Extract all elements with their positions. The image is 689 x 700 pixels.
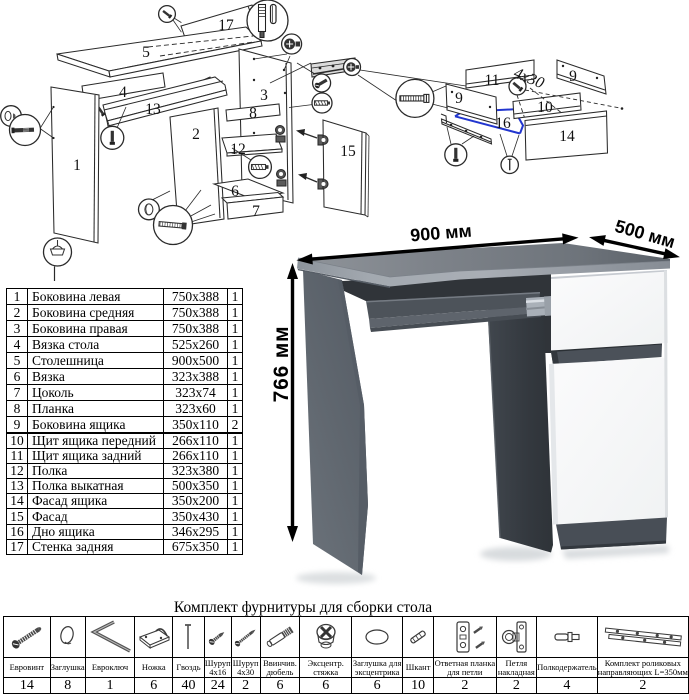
svg-text:3: 3: [260, 87, 268, 104]
svg-text:7: 7: [252, 203, 260, 220]
svg-text:5: 5: [142, 44, 150, 61]
svg-text:1: 1: [73, 157, 81, 174]
svg-text:8: 8: [249, 105, 257, 122]
svg-text:11: 11: [485, 72, 500, 89]
svg-text:17: 17: [218, 17, 234, 34]
svg-text:15: 15: [340, 143, 356, 160]
svg-text:9: 9: [569, 68, 577, 85]
svg-text:500 мм: 500 мм: [613, 216, 678, 252]
svg-text:6: 6: [231, 183, 239, 200]
svg-text:13: 13: [145, 101, 161, 118]
svg-text:2: 2: [192, 126, 200, 143]
svg-text:10: 10: [537, 99, 553, 116]
svg-text:4: 4: [119, 84, 127, 101]
svg-text:12: 12: [230, 141, 246, 158]
svg-text:766 мм: 766 мм: [270, 326, 293, 403]
svg-text:14: 14: [559, 128, 575, 145]
svg-text:16: 16: [495, 115, 511, 132]
svg-text:900 мм: 900 мм: [409, 221, 472, 246]
svg-text:9: 9: [455, 90, 463, 107]
